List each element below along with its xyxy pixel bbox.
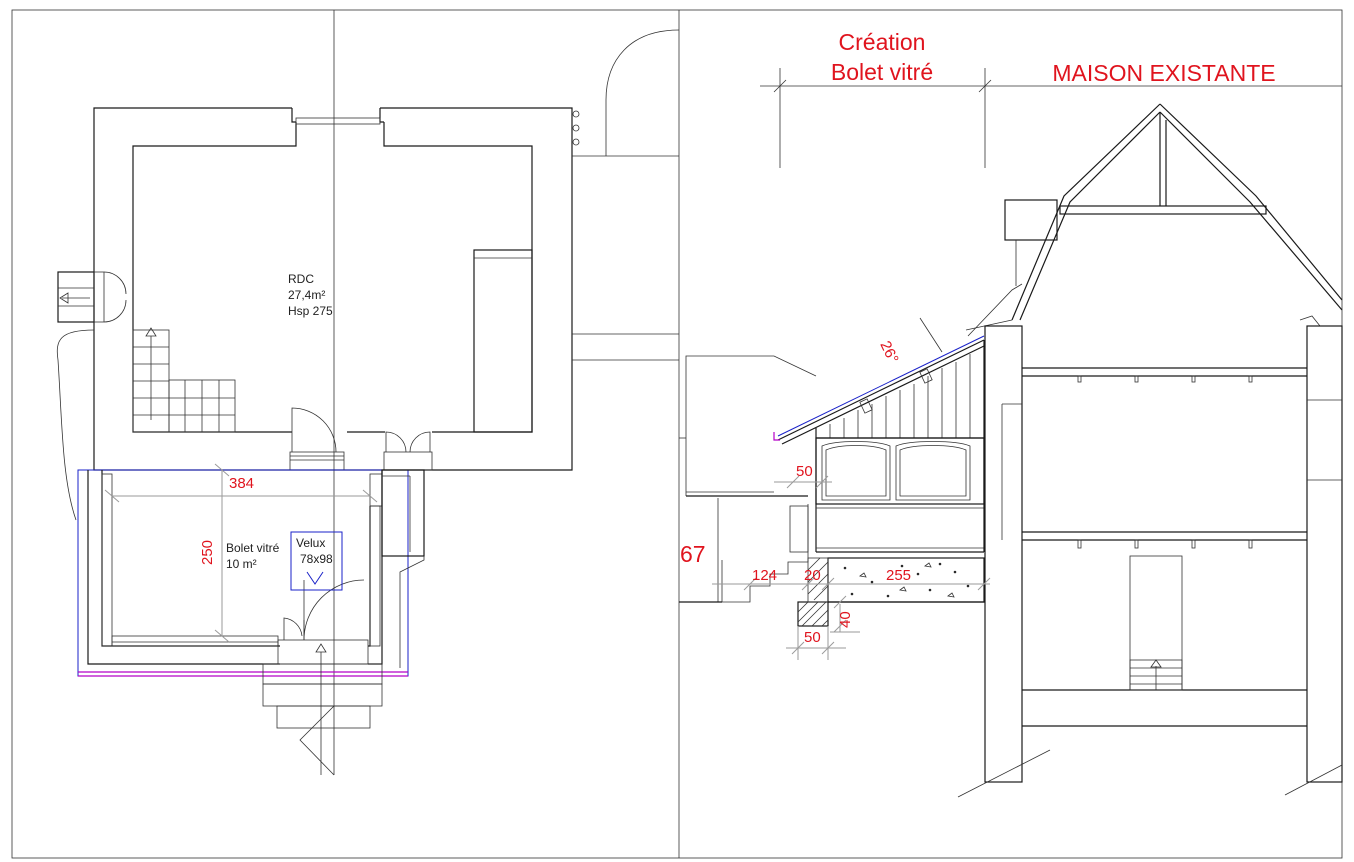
- new-roof: [777, 335, 985, 437]
- existing-walls: [957, 325, 1343, 798]
- velux-label: Velux: [296, 536, 325, 550]
- dim-50-lower: 50: [804, 629, 821, 646]
- floor-plan: RDC 27,4m² Hsp 275 Bolet vitré 10 m² Vel…: [56, 10, 680, 776]
- staircase: [132, 327, 236, 433]
- roof-angle-label: 26°: [876, 338, 901, 366]
- section-view: Création Bolet vitré MAISON EXISTANTE 26…: [679, 29, 1343, 798]
- title-creation: Création: [839, 29, 926, 55]
- cabinet: [473, 249, 533, 433]
- house-walls: [93, 107, 573, 471]
- sheet-frame: [11, 9, 1343, 859]
- existing-roof: [965, 103, 1343, 337]
- dim-20: 20: [804, 567, 821, 584]
- bolet-extension: [77, 463, 425, 776]
- dim-width-label: 384: [229, 475, 254, 492]
- bolet-area: 10 m²: [226, 557, 257, 571]
- door-swing: [291, 407, 337, 453]
- dim-124: 124: [752, 567, 777, 584]
- rdc-label: RDC: [288, 272, 314, 286]
- new-extension: [679, 317, 991, 660]
- dim-255: 255: [886, 567, 911, 584]
- slab-hatch: [843, 562, 970, 598]
- rdc-height: Hsp 275: [288, 304, 333, 318]
- section-dim-lines: [712, 475, 991, 660]
- exterior-right: [572, 29, 680, 361]
- extension-outline: [77, 469, 409, 677]
- velux-size: 78x98: [300, 552, 333, 566]
- top-dimension: [760, 68, 1342, 168]
- dim-40: 40: [837, 611, 854, 628]
- title-bolet: Bolet vitré: [831, 59, 933, 85]
- dim-50-upper: 50: [796, 463, 813, 480]
- rdc-area: 27,4m²: [288, 288, 325, 302]
- bolet-label: Bolet vitré: [226, 541, 280, 555]
- top-window: [295, 117, 381, 125]
- title-maison-existante: MAISON EXISTANTE: [1052, 60, 1275, 86]
- dim-depth-label: 250: [199, 540, 216, 565]
- dim-67: 67: [680, 541, 706, 567]
- side-entrance: [56, 271, 127, 521]
- velux-window: [290, 531, 343, 591]
